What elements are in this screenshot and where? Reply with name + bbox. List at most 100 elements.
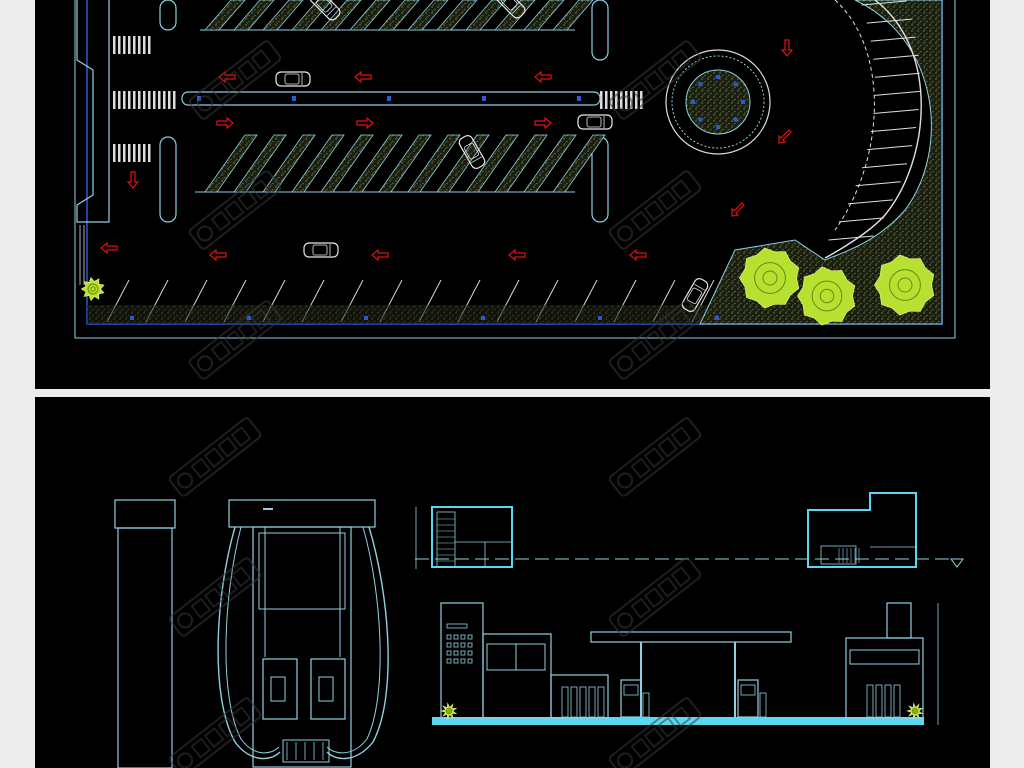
shop-door <box>597 686 605 718</box>
crosswalk-stripe <box>168 91 171 109</box>
diagonal-arrow <box>731 202 745 217</box>
curve-stall-line <box>871 127 917 133</box>
crosswalk-stripe <box>600 91 603 109</box>
boundary-light <box>247 316 251 320</box>
curve-stall-line <box>838 217 884 223</box>
tree <box>797 266 856 326</box>
window <box>460 650 466 656</box>
upper-parking-stalls <box>200 0 594 31</box>
left-arrow <box>100 241 118 255</box>
car <box>458 135 486 169</box>
crosswalk-stripe <box>143 91 146 109</box>
stall <box>204 0 246 31</box>
ground-line <box>432 717 924 725</box>
curved-parking-stalls <box>824 0 922 259</box>
door-panel <box>866 684 874 718</box>
island-bar <box>159 0 177 31</box>
level-marker <box>950 558 964 568</box>
stall <box>291 134 345 193</box>
left-block <box>482 633 552 719</box>
dispenser <box>737 679 767 718</box>
window <box>467 642 473 648</box>
lower-parking-stalls <box>195 134 606 193</box>
building-floor-plan-left <box>415 506 513 569</box>
window <box>453 642 459 648</box>
shop <box>550 674 609 719</box>
stall <box>407 0 449 31</box>
building-floor-plan-right <box>807 492 917 568</box>
crosswalk-stripe <box>113 144 116 162</box>
roundabout-light <box>716 75 720 79</box>
shop-door <box>579 686 587 718</box>
window <box>460 642 466 648</box>
boundary-light <box>364 316 368 320</box>
left-arrow <box>371 248 389 262</box>
crosswalk-stripe <box>143 36 146 54</box>
watermark <box>188 40 282 120</box>
road-markings <box>79 225 85 285</box>
site-plan-panel <box>35 0 990 389</box>
curve-stall-line <box>867 145 913 151</box>
tree <box>739 247 800 309</box>
crosswalk-stripe <box>118 91 121 109</box>
stall <box>436 0 478 31</box>
curve-stall-line <box>874 72 920 78</box>
central-median <box>181 91 601 106</box>
crosswalk-stripe <box>153 91 156 109</box>
crosswalk-stripe <box>123 36 126 54</box>
stall <box>291 0 333 31</box>
stall <box>349 0 391 31</box>
crosswalk-stripe <box>118 36 121 54</box>
down-arrow <box>780 39 794 57</box>
curve-stall-line <box>873 108 919 114</box>
shrub <box>906 702 924 720</box>
roundabout <box>665 49 771 155</box>
crosswalk-stripe <box>148 91 151 109</box>
door-panel <box>893 684 901 718</box>
stall <box>552 134 606 193</box>
crosswalk-stripe <box>615 91 618 109</box>
right-arrow <box>216 116 234 130</box>
door-panel <box>884 684 892 718</box>
crosswalk-stripe <box>605 91 608 109</box>
crosswalk-stripe <box>138 36 141 54</box>
shop-door <box>570 686 578 718</box>
window <box>467 650 473 656</box>
median-light <box>577 96 581 101</box>
stall <box>233 134 287 193</box>
down-arrow <box>126 171 140 189</box>
median-light <box>482 96 486 101</box>
curve-stall-line <box>873 54 919 60</box>
trees <box>80 247 935 326</box>
crosswalk-stripe <box>133 144 136 162</box>
window <box>453 634 459 640</box>
stall <box>494 134 548 193</box>
window <box>453 658 459 664</box>
crosswalk-stripe <box>113 91 116 109</box>
watermarks <box>188 40 702 380</box>
stall <box>494 0 536 31</box>
stall <box>233 0 275 31</box>
fuel-dispenser-elevation <box>217 499 389 768</box>
watermark <box>608 697 702 768</box>
crosswalk-stripe <box>133 91 136 109</box>
cars <box>275 0 709 312</box>
watermark <box>168 417 262 497</box>
watermark <box>168 697 262 768</box>
shop-door <box>561 686 569 718</box>
stall <box>378 134 432 193</box>
window <box>467 658 473 664</box>
watermark <box>608 417 702 497</box>
left-arrow <box>209 248 227 262</box>
window <box>467 634 473 640</box>
window <box>446 650 452 656</box>
watermark <box>608 300 702 380</box>
crosswalk-stripe <box>123 91 126 109</box>
tree <box>80 276 105 302</box>
crosswalk-stripe <box>118 144 121 162</box>
gas-station-front-elevation <box>432 602 939 725</box>
crosswalk-stripe <box>148 36 151 54</box>
crosswalk-stripe <box>128 144 131 162</box>
roundabout-light <box>716 125 720 129</box>
roundabout-light <box>698 117 703 122</box>
